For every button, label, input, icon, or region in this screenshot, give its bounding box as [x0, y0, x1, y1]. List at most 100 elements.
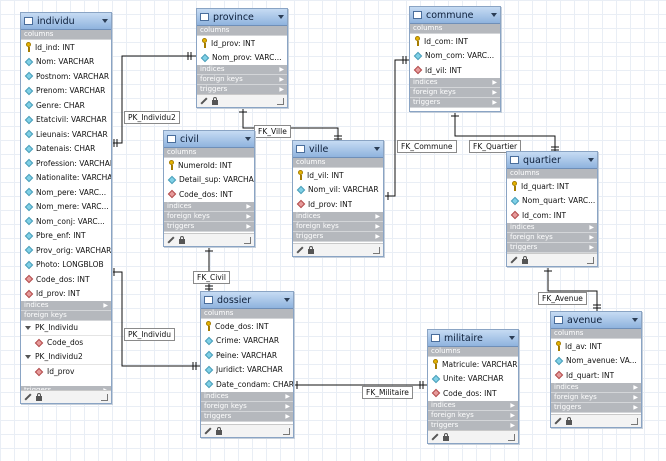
- resize-icon[interactable]: [631, 417, 638, 425]
- table-quartier[interactable]: quartier columns Id_quart: INT Nom_quart…: [506, 151, 598, 267]
- table-header[interactable]: province: [197, 9, 287, 26]
- table-individu[interactable]: individu columns Id_ind: INT Nom: VARCHA…: [20, 12, 112, 404]
- field-row[interactable]: Juridict: VARCHAR: [201, 363, 293, 378]
- collapse-icon[interactable]: [284, 298, 290, 302]
- collapse-icon[interactable]: [491, 13, 497, 17]
- table-header[interactable]: individu: [21, 13, 111, 30]
- section-indices[interactable]: indices▶: [201, 391, 293, 402]
- table-province[interactable]: province columns Id_prov: INT Nom_prov: …: [196, 8, 288, 108]
- table-avenue[interactable]: avenue columns Id_av: INT Nom_avenue: VA…: [550, 311, 642, 428]
- edit-icon[interactable]: [24, 393, 32, 401]
- field-row[interactable]: Nom_quart: VARC...: [507, 194, 597, 209]
- section-foreign-keys[interactable]: foreign keys▶: [551, 392, 641, 403]
- field-row[interactable]: Nom: VARCHAR: [21, 55, 111, 70]
- section-foreign-keys[interactable]: foreign keys▶: [201, 401, 293, 412]
- section-columns[interactable]: columns: [21, 30, 111, 40]
- section-foreign-keys[interactable]: foreign keys▶: [293, 221, 383, 232]
- field-row[interactable]: Code_dos: INT: [201, 319, 293, 334]
- field-row[interactable]: Id_prov: INT: [21, 287, 111, 302]
- collapse-icon[interactable]: [102, 19, 108, 23]
- section-columns[interactable]: columns: [428, 347, 518, 357]
- field-row[interactable]: Id_prov: INT: [197, 36, 287, 51]
- field-row[interactable]: Etatcivil: VARCHAR: [21, 113, 111, 128]
- field-row[interactable]: Pbre_enf: INT: [21, 229, 111, 244]
- field-row[interactable]: Crime: VARCHAR: [201, 334, 293, 349]
- field-row[interactable]: Date_condam: CHAR: [201, 377, 293, 392]
- field-row[interactable]: Id_com: INT: [507, 208, 597, 223]
- section-triggers[interactable]: triggers▶: [293, 231, 383, 242]
- field-row[interactable]: Datenais: CHAR: [21, 142, 111, 157]
- label-fk-militaire[interactable]: FK_Militaire: [362, 386, 413, 399]
- edit-icon[interactable]: [431, 433, 439, 441]
- section-indices[interactable]: indices▶: [507, 222, 597, 233]
- table-header[interactable]: ville: [293, 141, 383, 158]
- resize-icon[interactable]: [101, 393, 108, 401]
- edit-icon[interactable]: [167, 236, 175, 244]
- section-triggers[interactable]: triggers▶: [164, 221, 254, 232]
- section-foreign-keys[interactable]: foreign keys▶: [507, 232, 597, 243]
- label-fk-civil[interactable]: FK_Civil: [193, 271, 230, 284]
- edit-icon[interactable]: [296, 246, 304, 254]
- lock-icon[interactable]: [522, 256, 528, 264]
- field-row[interactable]: Detail_sup: VARCHAR: [164, 173, 254, 188]
- table-header[interactable]: avenue: [551, 312, 641, 329]
- field-row[interactable]: Nom_vil: VARCHAR: [293, 183, 383, 198]
- lock-icon[interactable]: [179, 236, 185, 244]
- section-foreign-keys[interactable]: foreign keys: [21, 311, 111, 321]
- section-indices[interactable]: indices▶: [428, 400, 518, 411]
- field-row[interactable]: Code_dos: INT: [21, 272, 111, 287]
- resize-icon[interactable]: [277, 97, 284, 105]
- label-fk-ville[interactable]: FK_Ville: [254, 125, 291, 138]
- section-columns[interactable]: columns: [197, 26, 287, 36]
- section-columns[interactable]: columns: [507, 169, 597, 179]
- label-pk-individu2[interactable]: PK_Individu2: [124, 111, 180, 124]
- section-indices[interactable]: indices▶: [197, 65, 287, 75]
- field-row[interactable]: Unite: VARCHAR: [428, 372, 518, 387]
- lock-icon[interactable]: [212, 97, 218, 105]
- resize-icon[interactable]: [373, 246, 380, 254]
- field-row[interactable]: Prov_orig: VARCHAR: [21, 243, 111, 258]
- table-header[interactable]: dossier: [201, 292, 293, 309]
- resize-icon[interactable]: [244, 236, 251, 244]
- field-row[interactable]: Nom_avenue: VA...: [551, 354, 641, 369]
- table-header[interactable]: militaire: [428, 330, 518, 347]
- field-row[interactable]: Profession: VARCHAR: [21, 156, 111, 171]
- edit-icon[interactable]: [204, 427, 212, 435]
- resize-icon[interactable]: [587, 256, 594, 264]
- field-row[interactable]: Photo: LONGBLOB: [21, 258, 111, 273]
- section-indices[interactable]: indices▶: [551, 382, 641, 393]
- section-columns[interactable]: columns: [293, 158, 383, 168]
- table-commune[interactable]: commune columns Id_com: INT Nom_com: VAR…: [409, 6, 501, 112]
- section-indices[interactable]: indices▶: [410, 77, 500, 88]
- section-foreign-keys[interactable]: foreign keys▶: [410, 87, 500, 98]
- field-row[interactable]: Postnom: VARCHAR: [21, 69, 111, 84]
- section-triggers[interactable]: triggers▶: [551, 402, 641, 413]
- lock-icon[interactable]: [566, 417, 572, 425]
- table-ville[interactable]: ville columns Id_vil: INT Nom_vil: VARCH…: [292, 140, 384, 257]
- field-row[interactable]: Peine: VARCHAR: [201, 348, 293, 363]
- section-columns[interactable]: columns: [201, 309, 293, 319]
- section-indices[interactable]: indices▶: [164, 201, 254, 212]
- edit-icon[interactable]: [200, 97, 208, 105]
- table-dossier[interactable]: dossier columns Code_dos: INT Crime: VAR…: [200, 291, 294, 438]
- field-row[interactable]: Genre: CHAR: [21, 98, 111, 113]
- lock-icon[interactable]: [216, 427, 222, 435]
- field-row[interactable]: Nom_pere: VARC...: [21, 185, 111, 200]
- table-header[interactable]: civil: [164, 131, 254, 148]
- field-row[interactable]: Nom_prov: VARC...: [197, 51, 287, 66]
- section-foreign-keys[interactable]: foreign keys▶: [428, 410, 518, 421]
- section-triggers[interactable]: triggers▶: [428, 420, 518, 431]
- resize-icon[interactable]: [508, 433, 515, 441]
- field-row[interactable]: Id_av: INT: [551, 339, 641, 354]
- lock-icon[interactable]: [308, 246, 314, 254]
- section-triggers[interactable]: triggers▶: [201, 411, 293, 422]
- section-columns[interactable]: columns: [551, 329, 641, 339]
- section-triggers[interactable]: triggers▶: [410, 97, 500, 108]
- field-row[interactable]: Matricule: VARCHAR: [428, 357, 518, 372]
- table-militaire[interactable]: militaire columns Matricule: VARCHAR Uni…: [427, 329, 519, 444]
- table-header[interactable]: commune: [410, 7, 500, 24]
- collapse-icon[interactable]: [509, 336, 515, 340]
- section-foreign-keys[interactable]: foreign keys▶: [164, 211, 254, 222]
- label-fk-commune[interactable]: FK_Commune: [397, 140, 457, 153]
